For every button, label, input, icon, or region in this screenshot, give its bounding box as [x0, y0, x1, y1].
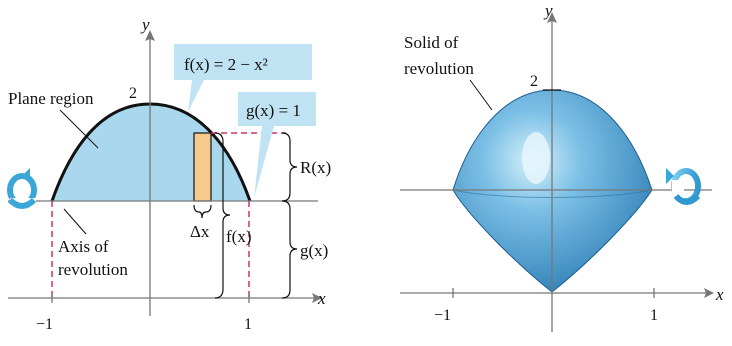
solid-highlight: [522, 132, 550, 184]
axis-revolution-leader: [63, 208, 87, 235]
function-f-label: f(x) = 2 − x²: [184, 55, 268, 74]
dx-label: Δx: [190, 222, 210, 241]
right-y-tick-label-2: 2: [530, 73, 538, 90]
g-label: g(x): [300, 241, 328, 260]
right-x-axis-label: x: [715, 285, 724, 304]
plane-region-label: Plane region: [8, 89, 94, 108]
solid-label-leader: [469, 79, 493, 111]
callout-g: g(x) = 1: [238, 92, 316, 198]
solid-label-2: revolution: [404, 59, 474, 78]
y-tick-label-2: 2: [129, 85, 137, 102]
right-y-axis-arrow-icon: [547, 12, 557, 23]
x-axis-label: x: [317, 289, 326, 308]
y-axis-arrow-icon: [145, 30, 155, 41]
left-panel: y x −1 1 2 Plane region f(x) = 2 − x² g(…: [7, 15, 331, 333]
f-label: f(x): [226, 227, 251, 246]
right-panel: y x −1 1 2 Solid of revolution: [400, 1, 724, 332]
solid-label-1: Solid of: [404, 33, 459, 52]
function-g-label: g(x) = 1: [246, 101, 301, 120]
callout-f: f(x) = 2 − x²: [174, 44, 312, 112]
brace-f: [214, 132, 231, 299]
brace-g: [281, 200, 298, 299]
R-label: R(x): [300, 158, 331, 177]
x-axis-arrow-icon: [312, 293, 322, 303]
rotation-arrow-right-icon: [666, 168, 701, 205]
right-tick-label-1: 1: [650, 307, 658, 324]
plane-region-leader: [59, 109, 99, 149]
plane-region: [52, 104, 250, 201]
right-y-axis-label: y: [543, 1, 553, 20]
tick-label-neg1: −1: [36, 316, 53, 333]
rotation-arrow-left-icon: [7, 168, 37, 209]
y-axis-label: y: [140, 15, 150, 34]
brace-R: [281, 132, 298, 202]
representative-rectangle: [193, 132, 212, 202]
tick-label-1: 1: [244, 316, 252, 333]
brace-dx: [193, 204, 212, 219]
axis-revolution-label-1: Axis of: [58, 237, 109, 256]
right-x-axis-arrow-icon: [704, 288, 714, 298]
axis-revolution-label-2: revolution: [58, 260, 128, 279]
right-tick-label-neg1: −1: [434, 307, 451, 324]
